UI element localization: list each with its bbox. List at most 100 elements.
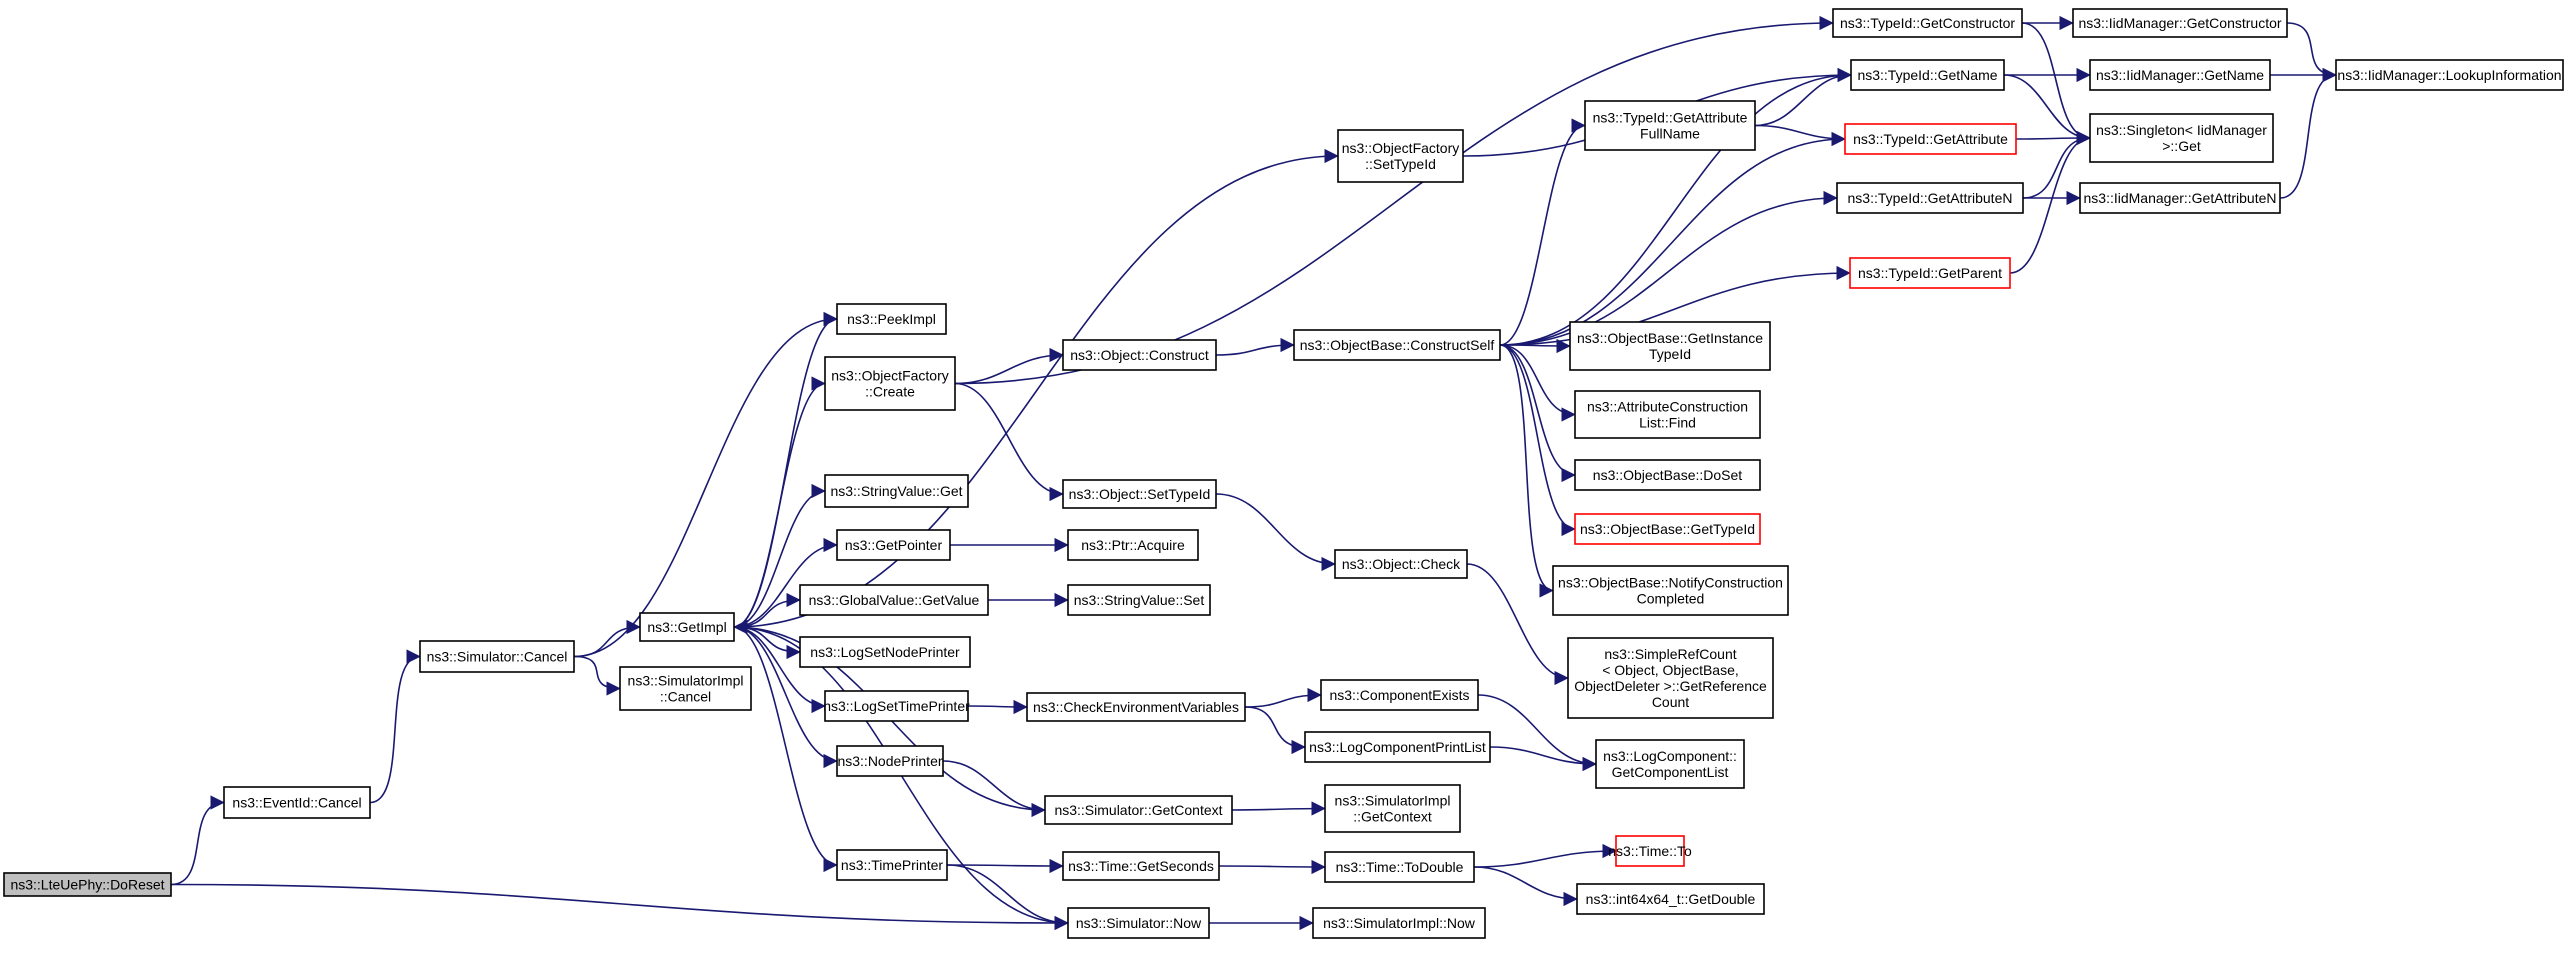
node-type-id-get-attribute[interactable]: ns3::TypeId::GetAttribute bbox=[1844, 123, 2017, 155]
edge-log-comp-print-list-to-log-comp-get-list bbox=[1489, 746, 1597, 772]
node-label: ::GetContext bbox=[1353, 809, 1432, 825]
node-type-id-get-parent[interactable]: ns3::TypeId::GetParent bbox=[1849, 257, 2011, 289]
node-check-env[interactable]: ns3::CheckEnvironmentVariables bbox=[1026, 692, 1246, 722]
node-node-printer[interactable]: ns3::NodePrinter bbox=[836, 745, 944, 777]
node-event-id-cancel[interactable]: ns3::EventId::Cancel bbox=[223, 786, 371, 819]
node-type-id-get-name[interactable]: ns3::TypeId::GetName bbox=[1850, 59, 2005, 91]
node-box bbox=[1293, 329, 1501, 361]
node-sim-impl-now[interactable]: ns3::SimulatorImpl::Now bbox=[1312, 907, 1486, 939]
edge-get-impl-to-get-pointer bbox=[733, 537, 838, 628]
node-label: ns3::Object::SetTypeId bbox=[1069, 486, 1211, 502]
node-obj-construct[interactable]: ns3::Object::Construct bbox=[1062, 339, 1217, 371]
node-ptr-acquire[interactable]: ns3::Ptr::Acquire bbox=[1067, 529, 1199, 561]
node-box bbox=[1067, 907, 1210, 939]
node-label: ns3::IidManager::GetConstructor bbox=[2078, 15, 2281, 31]
node-label: GetComponentList bbox=[1612, 764, 1729, 780]
node-get-impl[interactable]: ns3::GetImpl bbox=[639, 612, 735, 642]
node-iid-get-name[interactable]: ns3::IidManager::GetName bbox=[2089, 59, 2271, 91]
node-singleton-get[interactable]: ns3::Singleton< IidManager>::Get bbox=[2089, 113, 2274, 163]
edge-get-impl-to-peek-impl bbox=[733, 311, 838, 628]
node-box bbox=[2072, 8, 2288, 38]
node-log-set-time-printer[interactable]: ns3::LogSetTimePrinter bbox=[823, 690, 970, 722]
node-iid-get-constructor[interactable]: ns3::IidManager::GetConstructor bbox=[2072, 8, 2288, 38]
node-box bbox=[1067, 529, 1199, 561]
node-ofset-type-id[interactable]: ns3::ObjectFactory::SetTypeId bbox=[1337, 129, 1464, 183]
node-log-set-node-printer[interactable]: ns3::LogSetNodePrinter bbox=[799, 636, 971, 668]
node-obj-base-do-set[interactable]: ns3::ObjectBase::DoSet bbox=[1574, 459, 1761, 491]
node-time-to-double[interactable]: ns3::Time::ToDouble bbox=[1324, 851, 1475, 883]
node-label: ::Create bbox=[865, 384, 915, 400]
edge-obj-construct-to-obj-base-construct-self bbox=[1215, 337, 1295, 356]
node-obj-check[interactable]: ns3::Object::Check bbox=[1334, 549, 1468, 579]
node-sim-cancel[interactable]: ns3::Simulator::Cancel bbox=[419, 640, 575, 673]
node-box bbox=[824, 690, 969, 722]
edge-node-printer-to-sim-get-context bbox=[942, 760, 1046, 818]
node-simple-ref-count[interactable]: ns3::SimpleRefCount< Object, ObjectBase,… bbox=[1567, 637, 1774, 719]
edge-do-reset-to-sim-now bbox=[170, 883, 1069, 931]
node-ofcreate[interactable]: ns3::ObjectFactory::Create bbox=[824, 356, 956, 411]
edge-ofcreate-to-obj-set-type-id bbox=[954, 382, 1064, 502]
node-label: ns3::StringValue::Get bbox=[830, 483, 962, 499]
node-label: ns3::Object::Construct bbox=[1070, 347, 1209, 363]
node-sim-get-context[interactable]: ns3::Simulator::GetContext bbox=[1044, 795, 1233, 825]
node-box bbox=[799, 636, 971, 668]
edge-check-env-to-component-exists bbox=[1244, 687, 1322, 708]
node-obj-base-get-type-id[interactable]: ns3::ObjectBase::GetTypeId bbox=[1574, 513, 1761, 545]
node-obj-base-notify[interactable]: ns3::ObjectBase::NotifyConstructionCompl… bbox=[1552, 565, 1789, 616]
node-label: TypeId bbox=[1649, 346, 1691, 362]
node-label: ns3::EventId::Cancel bbox=[232, 795, 361, 811]
node-sim-impl-cancel[interactable]: ns3::SimulatorImpl::Cancel bbox=[619, 666, 752, 711]
edge-type-id-get-attribute-to-singleton-get bbox=[2015, 130, 2091, 146]
node-label: ns3::TypeId::GetParent bbox=[1858, 265, 2002, 281]
node-label: ns3::Simulator::GetContext bbox=[1054, 802, 1222, 818]
node-int64-get-double[interactable]: ns3::int64x64_t::GetDouble bbox=[1576, 883, 1765, 915]
node-obj-base-construct-self[interactable]: ns3::ObjectBase::ConstructSelf bbox=[1293, 329, 1501, 361]
node-log-comp-get-list[interactable]: ns3::LogComponent::GetComponentList bbox=[1595, 739, 1745, 789]
edge-time-printer-to-sim-now bbox=[946, 864, 1069, 931]
node-time-get-seconds[interactable]: ns3::Time::GetSeconds bbox=[1062, 851, 1220, 881]
node-label: ns3::TypeId::GetName bbox=[1857, 67, 1997, 83]
node-peek-impl[interactable]: ns3::PeekImpl bbox=[836, 303, 947, 335]
node-gvget-value[interactable]: ns3::GlobalValue::GetValue bbox=[799, 584, 989, 616]
node-box bbox=[836, 849, 948, 881]
node-get-pointer[interactable]: ns3::GetPointer bbox=[836, 529, 951, 561]
node-type-id-get-constructor[interactable]: ns3::TypeId::GetConstructor bbox=[1832, 8, 2023, 38]
node-box bbox=[223, 786, 371, 819]
edge-type-id-get-attr-full-name-to-type-id-get-attribute bbox=[1754, 124, 1846, 147]
node-box bbox=[1304, 731, 1491, 763]
node-time-to[interactable]: ns3::Time::To bbox=[1608, 835, 1692, 867]
node-box bbox=[1062, 851, 1220, 881]
node-box bbox=[1062, 339, 1217, 371]
edge-time-to-double-to-time-to bbox=[1473, 843, 1617, 868]
node-type-id-get-attribute-n[interactable]: ns3::TypeId::GetAttributeN bbox=[1836, 182, 2024, 214]
node-box bbox=[1832, 8, 2023, 38]
node-log-comp-print-list[interactable]: ns3::LogComponentPrintList bbox=[1304, 731, 1491, 763]
node-iid-get-attribute-n[interactable]: ns3::IidManager::GetAttributeN bbox=[2079, 182, 2281, 214]
edge-obj-check-to-simple-ref-count bbox=[1466, 563, 1569, 686]
node-do-reset[interactable]: ns3::LteUePhy::DoReset bbox=[3, 872, 172, 897]
node-time-printer[interactable]: ns3::TimePrinter bbox=[836, 849, 948, 881]
node-label: ns3::int64x64_t::GetDouble bbox=[1586, 891, 1756, 907]
node-label: ns3::ObjectBase::ConstructSelf bbox=[1300, 337, 1495, 353]
node-box bbox=[2079, 182, 2281, 214]
node-str-val-get[interactable]: ns3::StringValue::Get bbox=[824, 474, 969, 508]
node-label: ns3::TypeId::GetAttribute bbox=[1593, 110, 1748, 126]
node-sim-now[interactable]: ns3::Simulator::Now bbox=[1067, 907, 1210, 939]
node-obj-set-type-id[interactable]: ns3::Object::SetTypeId bbox=[1062, 479, 1217, 509]
node-label: ::Cancel bbox=[660, 689, 711, 705]
node-label: >::Get bbox=[2162, 138, 2201, 154]
node-box bbox=[1044, 795, 1233, 825]
node-box bbox=[1567, 637, 1774, 719]
node-component-exists[interactable]: ns3::ComponentExists bbox=[1320, 679, 1479, 711]
node-sim-impl-get-context[interactable]: ns3::SimulatorImpl::GetContext bbox=[1324, 784, 1461, 833]
node-label: ns3::ObjectBase::GetTypeId bbox=[1580, 521, 1755, 537]
edge-check-env-to-log-comp-print-list bbox=[1244, 706, 1306, 755]
node-str-val-set[interactable]: ns3::StringValue::Set bbox=[1067, 584, 1211, 616]
node-iid-lookup-info[interactable]: ns3::IidManager::LookupInformation bbox=[2335, 59, 2564, 91]
node-layer: ns3::LteUePhy::DoReset ns3::EventId::Canc… bbox=[3, 8, 2564, 939]
node-label: FullName bbox=[1640, 126, 1700, 142]
edge-obj-base-construct-self-to-type-id-get-name bbox=[1499, 67, 1852, 346]
